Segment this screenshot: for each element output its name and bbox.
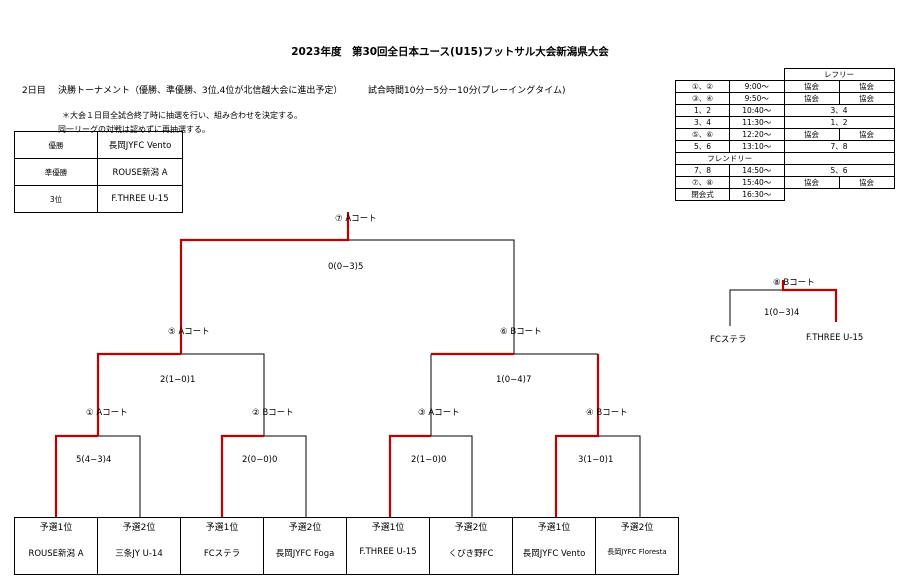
- match-1-score: 5(4−3)4: [76, 455, 112, 465]
- team-slot: 予選2位長岡JYFC Foga: [263, 517, 347, 575]
- bracket-black-lines: [98, 239, 783, 517]
- team-slot: 予選2位三条JY U-14: [97, 517, 181, 575]
- team-name: 長岡JYFC Floresta: [607, 548, 667, 556]
- match-6-score: 1(0−4)7: [496, 375, 532, 385]
- referee-row: ⑦、⑧ 15:40～ 協会 協会: [675, 176, 895, 189]
- match-3-score: 2(1−0)0: [411, 455, 447, 465]
- match-1-label: ① Aコート: [86, 408, 128, 418]
- team-slot: 予選1位 FCステラ: [180, 517, 264, 575]
- match-8-label: ⑧ Bコート: [773, 278, 815, 288]
- match-7-score: 0(0−3)5: [328, 262, 364, 272]
- match-6-label: ⑥ Bコート: [500, 327, 542, 337]
- note-redraw: 同一リーグの対戦は認めずに再抽選する。: [58, 125, 210, 134]
- team-rank: 予選1位: [371, 523, 405, 533]
- team-rank: 予選2位: [620, 523, 654, 533]
- referee-row: 3、4 11:30～ 1、2: [675, 116, 895, 129]
- team-slot: 予選2位くびき野FC: [429, 517, 513, 575]
- bracket-winner-lines: [54, 212, 838, 517]
- team-name: 三条JY U-14: [115, 549, 163, 559]
- referee-row: ⑤、⑥ 12:20～ 協会 協会: [675, 128, 895, 141]
- results-table: 優勝 長岡JYFC Vento 準優勝 ROUSE新潟 A 3位 F.THREE…: [14, 131, 183, 213]
- match-8-score: 1(0−3)4: [764, 308, 800, 318]
- match-3-label: ③ Aコート: [418, 408, 460, 418]
- match-5-score: 2(1−0)1: [160, 375, 196, 385]
- match-5-label: ⑤ Aコート: [168, 327, 210, 337]
- result-row-third: 3位 F.THREE U-15: [14, 185, 183, 213]
- team-rank: 予選2位: [288, 523, 322, 533]
- match-7-label: ⑦ Aコート: [335, 214, 377, 224]
- match-4-score: 3(1−0)1: [578, 455, 614, 465]
- result-team: F.THREE U-15: [97, 185, 183, 213]
- team-rank: 予選1位: [537, 523, 571, 533]
- teams-table: 予選1位 ROUSE新潟 A 予選2位三条JY U-14 予選1位 FCステラ 予選…: [14, 517, 679, 575]
- team-slot: 予選2位長岡JYFC Floresta: [595, 517, 679, 575]
- result-row-winner: 優勝 長岡JYFC Vento: [14, 131, 183, 159]
- team-slot: 予選1位長岡JYFC Vento: [512, 517, 596, 575]
- referee-table: レフリー ①、② 9:00～ 協会 協会 ③、④ 9:50～ 協会 協会 1、2…: [675, 68, 895, 201]
- match-time: 試合時間10分ー5分ー10分(プレーイングタイム): [368, 86, 566, 96]
- referee-row: 1、2 10:40～ 3、4: [675, 104, 895, 117]
- note-draw: ＊大会１日目全試合終了時に抽選を行い、組み合わせを決定する。: [62, 111, 302, 120]
- match-4-label: ④ Bコート: [586, 408, 628, 418]
- match-2-score: 2(0−0)0: [242, 455, 278, 465]
- team-name: くびき野FC: [448, 549, 494, 559]
- team-rank: 予選2位: [122, 523, 156, 533]
- team-name: 長岡JYFC Vento: [522, 549, 586, 559]
- team-rank: 予選1位: [39, 523, 73, 533]
- referee-row: ③、④ 9:50～ 協会 協会: [675, 92, 895, 105]
- team-rank: 予選1位: [205, 523, 239, 533]
- match-2-label: ② Bコート: [252, 408, 294, 418]
- match-8-right-team: F.THREE U-15: [806, 333, 864, 343]
- time-cell: 16:30～: [729, 188, 785, 201]
- referee-cell: 協会: [838, 176, 895, 189]
- team-name: ROUSE新潟 A: [28, 549, 84, 559]
- team-name: F.THREE U-15: [359, 547, 417, 557]
- team-slot: 予選1位 ROUSE新潟 A: [14, 517, 98, 575]
- team-rank: 予選2位: [454, 523, 488, 533]
- result-team: 長岡JYFC Vento: [97, 131, 183, 159]
- referee-row: 閉会式 16:30～: [675, 188, 895, 201]
- tournament-description: 決勝トーナメント（優勝、準優勝、3位,4位が北信越大会に進出予定）: [58, 86, 343, 96]
- page-title: 2023年度 第30回全日本ユース(U15)フットサル大会新潟県大会: [291, 46, 609, 58]
- team-slot: 予選1位 F.THREE U-15: [346, 517, 430, 575]
- match-cell: 閉会式: [675, 188, 730, 201]
- team-name: FCステラ: [203, 549, 241, 559]
- referee-row: 5、6 13:10～ 7、8: [675, 140, 895, 153]
- match-8-left-team: FCステラ: [710, 335, 747, 345]
- team-name: 長岡JYFC Foga: [275, 549, 335, 559]
- day-label: 2日目: [22, 86, 46, 96]
- result-label: 3位: [14, 185, 98, 213]
